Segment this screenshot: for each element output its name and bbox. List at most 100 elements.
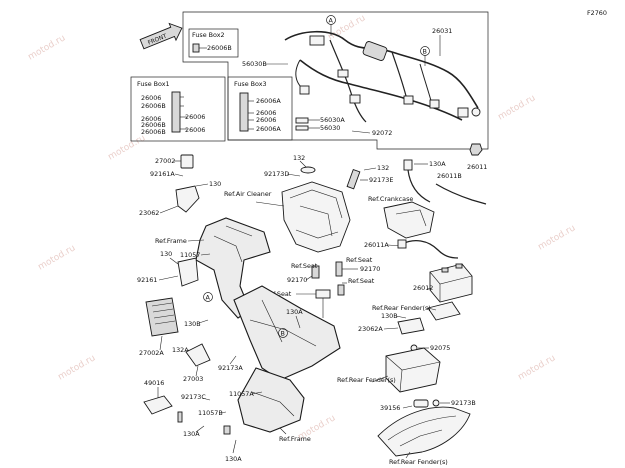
part-number: 56030B (242, 60, 267, 68)
main-harness (284, 30, 481, 123)
part-number: 39156 (380, 404, 400, 412)
clip-130a (223, 425, 231, 435)
watermark-text: motod.ru (37, 243, 78, 272)
callout-b-label: B (281, 330, 285, 338)
connector-130a (403, 159, 413, 171)
ref-label: Ref.Seat (348, 277, 375, 285)
cover-49016 (143, 395, 173, 415)
callout-a-frame: A (203, 292, 213, 302)
bolt-92170 (335, 261, 343, 277)
part-number: 49016 (144, 379, 164, 387)
part-number: 92173C (181, 393, 206, 401)
battery-26012 (429, 263, 473, 303)
part-number: 130B (184, 320, 201, 328)
part-number: 92170 (287, 276, 307, 284)
fuse-box1-part: 26006 (141, 94, 161, 102)
callout-b-frame: B (278, 328, 288, 338)
watermark-text: motod.ru (57, 353, 98, 382)
fuse-box3: Fuse Box3 26006A 26006 26006 26006A (227, 76, 293, 141)
fuse-box1-part: 26006B (141, 128, 166, 136)
bolt-92170 (337, 284, 345, 296)
ref-label: Ref.Rear Fender(s) (372, 304, 431, 312)
part-number: 130A (225, 455, 242, 463)
fuse-box1-part: 26006B (141, 121, 166, 129)
watermark-text: motod.ru (107, 133, 148, 162)
watermark-text: motod.ru (537, 223, 578, 252)
ref-label: Ref.Seat (291, 262, 318, 270)
fuse-box3-part: 26006A (256, 125, 281, 133)
part-number: 130A (429, 160, 446, 168)
diagram-id: F2760 (587, 9, 607, 17)
battery-case (385, 347, 441, 393)
part-number: 11057A (229, 390, 254, 398)
ref-label: Ref.Rear Fender(s) (389, 458, 448, 466)
bracket-23062 (175, 185, 200, 213)
part-number: 130 (160, 250, 172, 258)
ref-label: Ref.Seat (346, 256, 373, 264)
ref-label: Ref.Crankcase (368, 195, 413, 203)
ref-label: Ref.Frame (279, 435, 311, 443)
part-number: 27003 (183, 375, 203, 383)
watermark-text: motod.ru (497, 93, 538, 122)
watermark-text: motod.ru (27, 33, 68, 62)
fuse-box1-title: Fuse Box1 (137, 80, 170, 88)
part-number: 92173B (451, 399, 476, 407)
clamp-92173e (346, 168, 361, 190)
rear-fender (377, 406, 471, 457)
ecu-bracket (177, 257, 199, 287)
relay-27003 (185, 343, 211, 367)
part-number: 56030A (320, 116, 345, 124)
relay-27002 (180, 154, 194, 169)
part-number: 132 (293, 154, 305, 162)
connector-26011a (397, 239, 407, 249)
fuse-box3-part: 26006A (256, 97, 281, 105)
part-number: 27002 (155, 157, 175, 165)
battery-pad (427, 301, 461, 321)
part-number: 92072 (372, 129, 392, 137)
part-number: 130B (381, 312, 398, 320)
ref-label: Ref.Rear Fender(s) (337, 376, 396, 384)
part-number: 132A (172, 346, 189, 354)
part-number: 92173A (218, 364, 243, 372)
part-number: 26011B (437, 172, 462, 180)
fuse-box3-part: 26006 (256, 109, 276, 117)
ref-label: Ref.Air Cleaner (224, 190, 272, 198)
air-cleaner-housing (281, 181, 351, 253)
part-number: 130 (209, 180, 221, 188)
seat-bracket (315, 289, 331, 299)
crankcase-sensor (383, 201, 435, 239)
main-frame (195, 217, 341, 433)
part-number: 11057 (180, 251, 200, 259)
callout-b-label: B (423, 48, 427, 56)
clamp-132 (300, 166, 316, 174)
callout-a-label: A (329, 17, 334, 25)
part-number: 92075 (430, 344, 450, 352)
part-number: 26012 (413, 284, 433, 292)
clamp-92173b (432, 399, 440, 407)
part-number: 26031 (432, 27, 452, 35)
fuse-box2-part: 26006B (207, 44, 232, 52)
ref-label: Ref.Frame (155, 237, 187, 245)
bracket-23062a (397, 317, 425, 335)
callout-a: A (326, 15, 336, 36)
part-number: 92161 (137, 276, 157, 284)
part-number: 26011A (364, 241, 389, 249)
fuse-box1-part: 26006 (185, 113, 205, 121)
part-number: 11057B (198, 409, 223, 417)
fuse-box2-title: Fuse Box2 (192, 31, 225, 39)
fuse-box1-part: 26006 (185, 126, 205, 134)
part-number: 92161A (150, 170, 175, 178)
front-arrow: FRONT (139, 22, 183, 50)
fuse-box1-part: 26006B (141, 102, 166, 110)
part-number: 26011 (467, 163, 487, 171)
grommet-26011 (469, 143, 483, 156)
part-number: 92173E (369, 176, 393, 184)
part-number: 56030 (320, 124, 340, 132)
part-number: 27002A (139, 349, 164, 357)
fuse-box3-title: Fuse Box3 (234, 80, 267, 88)
fuse-box1-part: 26006 (141, 115, 161, 123)
part-number: 23062A (358, 325, 383, 333)
ecu-27002a (145, 297, 179, 337)
